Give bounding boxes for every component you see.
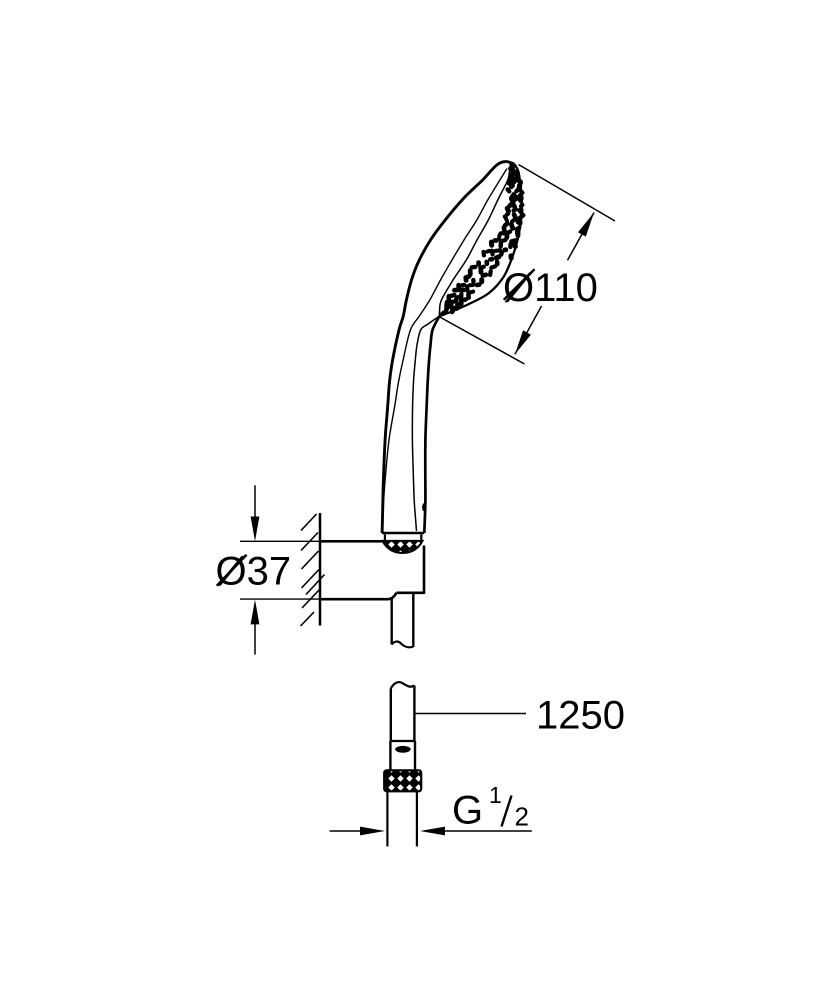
svg-text:Ø110: Ø110 [503,266,598,310]
svg-text:2: 2 [515,802,529,832]
svg-text:1250: 1250 [536,694,625,738]
svg-text:G: G [452,789,483,833]
svg-text:1: 1 [489,782,502,808]
svg-text:Ø37: Ø37 [216,550,292,594]
